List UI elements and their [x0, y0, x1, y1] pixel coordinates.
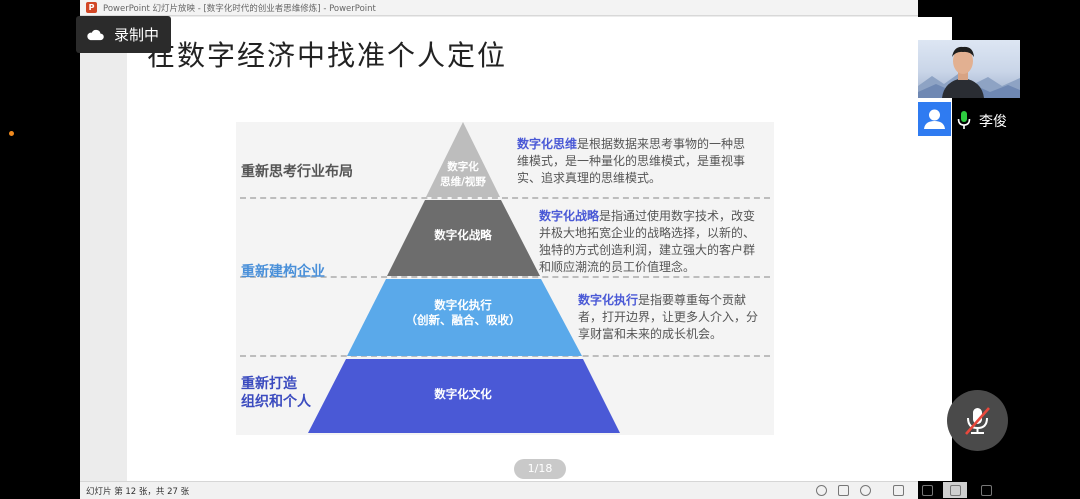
cloud-icon	[87, 29, 104, 40]
previous-icon[interactable]	[816, 485, 827, 496]
slide-title: 在数字经济中找准个人定位	[147, 39, 508, 72]
description-text: 是指通过使用数字技术，改变并极大地拓宽企业的战略选择，以新的、独特的方式创造利润…	[539, 209, 756, 274]
description-strategy: 数字化战略是指通过使用数字技术，改变并极大地拓宽企业的战略选择，以新的、独特的方…	[539, 208, 763, 276]
description-text: 是指要尊重每个贡献者，打开边界，让更多人介入，分享财富和未来的成长机会。	[578, 293, 759, 341]
tier-label-strategy: 数字化战略	[434, 228, 492, 242]
user-avatar-icon	[918, 102, 951, 136]
label-industry-layout: 重新思考行业布局	[241, 164, 353, 180]
mute-toggle-button[interactable]	[947, 390, 1008, 451]
description-highlight: 数字化战略	[539, 209, 600, 223]
person-glyph	[924, 109, 945, 129]
tier-label-thinking: 数字化 思维/视野	[440, 161, 486, 188]
recording-label: 录制中	[114, 26, 160, 44]
next-icon[interactable]	[860, 485, 871, 496]
status-bar: 幻灯片 第 12 张，共 27 张	[80, 481, 918, 499]
tier-label-execution: 数字化执行 （创新、融合、吸收）	[405, 298, 521, 327]
pyramid-diagram	[308, 122, 620, 433]
microphone-muted-icon	[965, 407, 990, 435]
description-thinking: 数字化思维是根据数据来思考事物的一种思维模式，是一种量化的思维模式，是重视事实、…	[517, 136, 753, 187]
microphone-icon[interactable]	[956, 110, 972, 130]
normal-view-icon[interactable]	[893, 485, 904, 496]
description-highlight: 数字化执行	[578, 293, 639, 307]
slide-count-status: 幻灯片 第 12 张，共 27 张	[86, 487, 190, 497]
window-titlebar: P PowerPoint 幻灯片放映 - [数字化时代的创业者思维修炼] - P…	[80, 0, 918, 16]
window-title: PowerPoint 幻灯片放映 - [数字化时代的创业者思维修炼] - Pow…	[103, 3, 376, 14]
slideshow-icon[interactable]	[981, 485, 992, 496]
slide-sorter-icon[interactable]	[922, 485, 933, 496]
description-highlight: 数字化思维	[517, 137, 578, 151]
powerpoint-logo-icon: P	[86, 2, 97, 13]
pyramid-tier-thinking	[426, 122, 500, 197]
participant-name: 李俊	[979, 114, 1007, 130]
label-rebuild-organization: 重新打造 组织和个人	[241, 376, 311, 410]
description-execution: 数字化执行是指要尊重每个贡献者，打开边界，让更多人介入，分享财富和未来的成长机会…	[578, 292, 762, 343]
label-rebuild-enterprise: 重新建构企业	[241, 264, 325, 280]
pyramid-tier-execution	[347, 279, 582, 356]
tier-label-culture: 数字化文化	[434, 387, 492, 401]
pyramid-tier-culture	[308, 359, 620, 433]
description-text: 是根据数据来思考事物的一种思维模式，是一种量化的思维模式，是重视事实、追求真理的…	[517, 137, 746, 185]
pyramid-tier-strategy	[387, 200, 540, 276]
divider-line	[240, 197, 770, 199]
participant-person	[942, 46, 984, 98]
recording-badge[interactable]: 录制中	[76, 16, 171, 53]
divider-line	[240, 276, 770, 278]
reading-view-icon[interactable]	[950, 485, 961, 496]
menu-icon[interactable]	[838, 485, 849, 496]
notification-dot	[9, 131, 14, 136]
page-indicator[interactable]: 1/18	[514, 459, 566, 479]
reading-view-button[interactable]	[943, 482, 967, 498]
